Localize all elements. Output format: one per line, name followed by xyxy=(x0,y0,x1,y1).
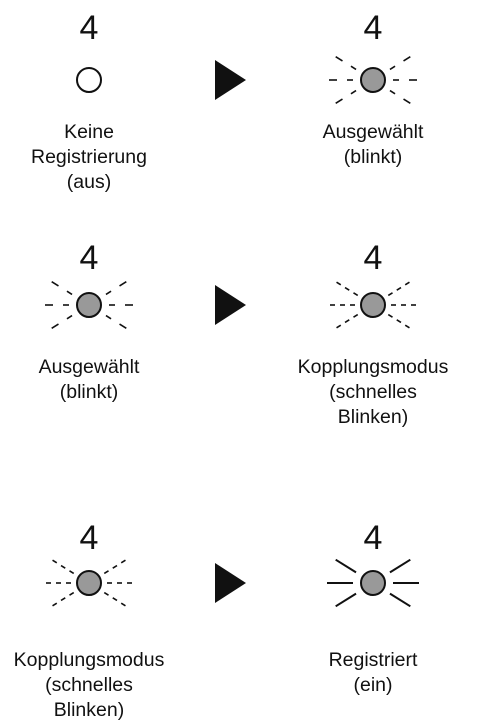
led-ray-dash xyxy=(69,570,75,575)
led-ray-dash xyxy=(344,286,350,291)
led-lit-icon xyxy=(360,570,386,596)
led-ray-dash xyxy=(112,564,118,569)
led-off-icon xyxy=(76,67,102,93)
led-lit-icon xyxy=(360,67,386,93)
led-ray-dash xyxy=(66,290,73,296)
label-line: (blinkt) xyxy=(343,146,403,168)
row3-from-number: 4 xyxy=(79,519,99,557)
label-line: Blinken) xyxy=(53,699,125,721)
label-line: Kopplungsmodus xyxy=(13,649,165,671)
led-ray-dash xyxy=(52,559,58,564)
label-line: (blinkt) xyxy=(59,381,119,403)
led-ray xyxy=(389,558,411,574)
led-ray-dash xyxy=(387,313,393,318)
label-line: (ein) xyxy=(353,674,393,696)
led-ray-dash xyxy=(396,319,402,324)
row2-to-number: 4 xyxy=(363,239,383,277)
row1-from-label: Keine Registrierung (aus) xyxy=(0,120,189,195)
led-ray-dash xyxy=(120,559,126,564)
led-ray-dash xyxy=(60,597,66,602)
led-ray-dash xyxy=(335,98,343,104)
led-ray-dash xyxy=(103,591,109,596)
row2-to-label: Kopplungsmodus (schnelles Blinken) xyxy=(273,355,473,430)
led-ray xyxy=(335,592,357,608)
led-ray-dash xyxy=(119,323,127,329)
led-ray-dash xyxy=(119,281,127,287)
row3-to-label: Registriert (ein) xyxy=(273,648,473,698)
led-ray-dash xyxy=(66,314,73,320)
right-arrow-icon xyxy=(215,60,246,100)
led-ray-dash xyxy=(105,290,112,296)
led-ray-dash xyxy=(404,324,410,329)
led-lit-icon xyxy=(76,570,102,596)
label-line: (schnelles xyxy=(329,381,417,403)
row2-from-label: Ausgewählt (blinkt) xyxy=(0,355,189,405)
led-ray-dash xyxy=(389,65,396,71)
led-ray-dash xyxy=(336,281,342,286)
row3-from-label: Kopplungsmodus (schnelles Blinken) xyxy=(0,648,189,723)
row2-from-number: 4 xyxy=(79,239,99,277)
led-lit-icon xyxy=(76,292,102,318)
led-ray-dash xyxy=(51,323,59,329)
row1-to-number: 4 xyxy=(363,9,383,47)
led-ray-dash xyxy=(353,292,359,297)
led-ray-dash xyxy=(120,602,126,607)
led-ray-dash xyxy=(52,602,58,607)
led-ray-dash xyxy=(353,313,359,318)
led-ray-dash xyxy=(112,597,118,602)
label-line: Ausgewählt xyxy=(322,121,424,143)
led-ray-dash xyxy=(335,56,343,62)
led-ray-dash xyxy=(396,286,402,291)
label-line: Registrierung xyxy=(31,146,147,168)
label-line: (schnelles xyxy=(45,674,133,696)
label-line: (aus) xyxy=(66,171,112,193)
led-ray-dash xyxy=(387,292,393,297)
led-ray-dash xyxy=(403,56,411,62)
led-ray-dash xyxy=(389,89,396,95)
label-line: Registriert xyxy=(328,649,418,671)
led-ray-dash xyxy=(69,591,75,596)
label-line: Kopplungsmodus xyxy=(297,356,449,378)
right-arrow-icon xyxy=(215,285,246,325)
led-ray-dash xyxy=(103,570,109,575)
led-ray-dash xyxy=(404,281,410,286)
row3-to-number: 4 xyxy=(363,519,383,557)
led-ray-dash xyxy=(51,281,59,287)
led-ray xyxy=(389,592,411,608)
led-ray-dash xyxy=(350,65,357,71)
row1-from-number: 4 xyxy=(79,9,99,47)
label-line: Keine xyxy=(64,121,114,143)
led-ray-dash xyxy=(403,98,411,104)
led-ray-dash xyxy=(350,89,357,95)
led-ray-dash xyxy=(344,319,350,324)
led-ray-dash xyxy=(60,564,66,569)
label-line: Ausgewählt xyxy=(38,356,140,378)
led-ray-dash xyxy=(336,324,342,329)
led-ray xyxy=(335,558,357,574)
label-line: Blinken) xyxy=(337,406,409,428)
right-arrow-icon xyxy=(215,563,246,603)
led-lit-icon xyxy=(360,292,386,318)
led-ray-dash xyxy=(105,314,112,320)
row1-to-label: Ausgewählt (blinkt) xyxy=(273,120,473,170)
